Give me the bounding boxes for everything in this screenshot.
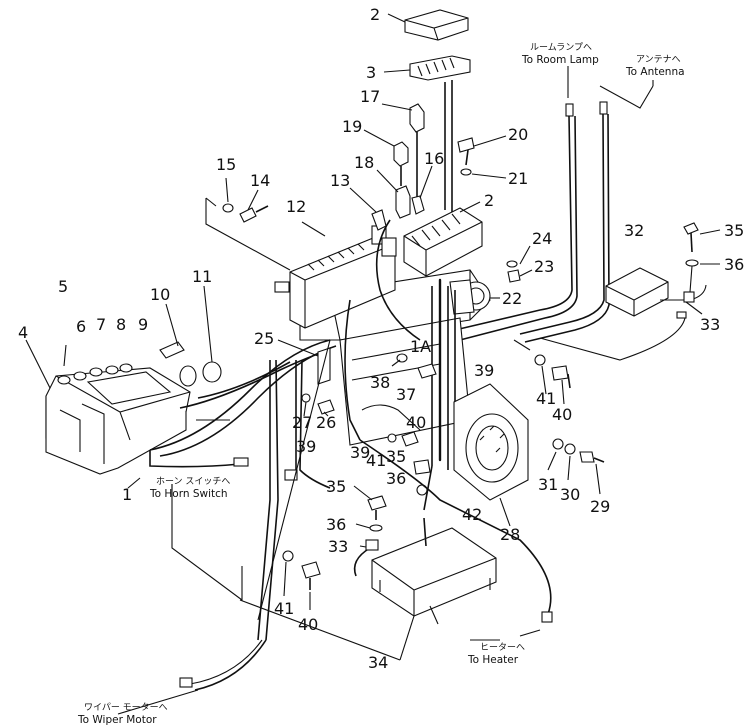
callout-32: 32 (624, 221, 644, 240)
callout-12: 12 (286, 197, 306, 216)
harness-center (344, 219, 456, 511)
callout-37: 37 (396, 385, 416, 404)
bolt-33-36-lower (353, 485, 387, 551)
callout-34: 34 (368, 653, 388, 672)
bolt-35-upper (683, 222, 721, 293)
part-switchbox-2 (403, 201, 483, 277)
bolts-center (301, 353, 437, 496)
destination-notes: ルームランプへ To Room Lamp アンテナへ To Antenna ホー… (77, 42, 685, 726)
callout-28: 28 (500, 525, 520, 544)
callout-40a: 40 (552, 405, 572, 424)
callout-1: 1 (122, 485, 132, 504)
callout-39b: 39 (296, 437, 316, 456)
callout-30: 30 (560, 485, 580, 504)
callout-41b: 41 (366, 451, 386, 470)
callout-41a: 41 (536, 389, 556, 408)
callout-29: 29 (590, 497, 610, 516)
callout-22: 22 (502, 289, 522, 308)
callout-13: 13 (330, 171, 350, 190)
callout-6: 6 (76, 317, 86, 336)
part-22-24 (449, 245, 533, 315)
part-28 (453, 383, 529, 527)
callout-2b: 2 (484, 191, 494, 210)
callout-40b: 40 (406, 413, 426, 432)
callout-39a: 39 (474, 361, 494, 380)
room-lamp-wire (454, 103, 578, 341)
bolt-29-31 (547, 438, 605, 495)
callout-18: 18 (354, 153, 374, 172)
callout-35b: 35 (386, 447, 406, 466)
note-wiper-motor-jp: ワイパー モーターへ (84, 702, 168, 713)
callout-labels: 1 2 2 3 4 5 6 7 8 9 10 11 12 13 14 15 16… (18, 5, 744, 672)
callout-20: 20 (508, 125, 528, 144)
callout-5: 5 (58, 277, 68, 296)
part-heater-box-34 (353, 517, 497, 661)
callout-24: 24 (532, 229, 552, 248)
callout-38: 38 (370, 373, 390, 392)
callout-3: 3 (366, 63, 376, 82)
callout-31: 31 (538, 475, 558, 494)
bolt-14-15 (222, 177, 269, 223)
callout-36c: 36 (326, 515, 346, 534)
callout-15: 15 (216, 155, 236, 174)
callout-36b: 36 (386, 469, 406, 488)
callout-2a: 2 (370, 5, 380, 24)
part-relay-32 (539, 267, 707, 361)
callout-33b: 33 (328, 537, 348, 556)
part-keyswitch-10-11 (159, 285, 222, 387)
part-cover-top (387, 9, 469, 41)
callout-35c: 35 (326, 477, 346, 496)
callout-17: 17 (360, 87, 380, 106)
part-connector-3 (383, 55, 471, 81)
callout-40c: 40 (298, 615, 318, 634)
callout-27: 27 (292, 413, 312, 432)
callout-19: 19 (342, 117, 362, 136)
note-antenna-jp: アンテナへ (636, 54, 681, 65)
callout-21: 21 (508, 169, 528, 188)
antenna-wire (519, 101, 610, 343)
note-horn-switch-en: To Horn Switch (149, 488, 228, 500)
callout-33a: 33 (700, 315, 720, 334)
callout-35a: 35 (724, 221, 744, 240)
note-room-lamp-en: To Room Lamp (521, 54, 599, 66)
callout-10: 10 (150, 285, 170, 304)
note-horn-switch-jp: ホーン スイッチへ (156, 476, 230, 487)
part-25 (277, 339, 331, 385)
callout-7: 7 (96, 315, 106, 334)
bolt-20-21 (457, 135, 507, 179)
callout-16: 16 (424, 149, 444, 168)
callout-9: 9 (138, 315, 148, 334)
note-wiper-motor-en: To Wiper Motor (77, 714, 157, 726)
callout-1a: 1A (410, 337, 431, 356)
callout-8: 8 (116, 315, 126, 334)
callout-39c: 39 (350, 443, 370, 462)
callout-42: 42 (462, 505, 482, 524)
note-heater-jp: ヒーターへ (480, 642, 525, 653)
note-antenna-en: To Antenna (625, 66, 685, 78)
heater-wire (359, 439, 553, 637)
callout-14: 14 (250, 171, 270, 190)
callout-11: 11 (192, 267, 212, 286)
note-heater-en: To Heater (467, 654, 519, 666)
part-meter-panel-4 (25, 339, 191, 475)
callout-26: 26 (316, 413, 336, 432)
callout-25: 25 (254, 329, 274, 348)
callout-4: 4 (18, 323, 28, 342)
callout-41c: 41 (274, 599, 294, 618)
part-switches-top (349, 103, 433, 231)
note-room-lamp-jp: ルームランプへ (530, 42, 592, 53)
bolt-40-41-lower (282, 550, 321, 610)
callout-23: 23 (534, 257, 554, 276)
part-fusebox-12 (205, 197, 397, 329)
callout-36a: 36 (724, 255, 744, 274)
bolt-40-41-right (513, 339, 571, 405)
harness-main (149, 339, 337, 691)
